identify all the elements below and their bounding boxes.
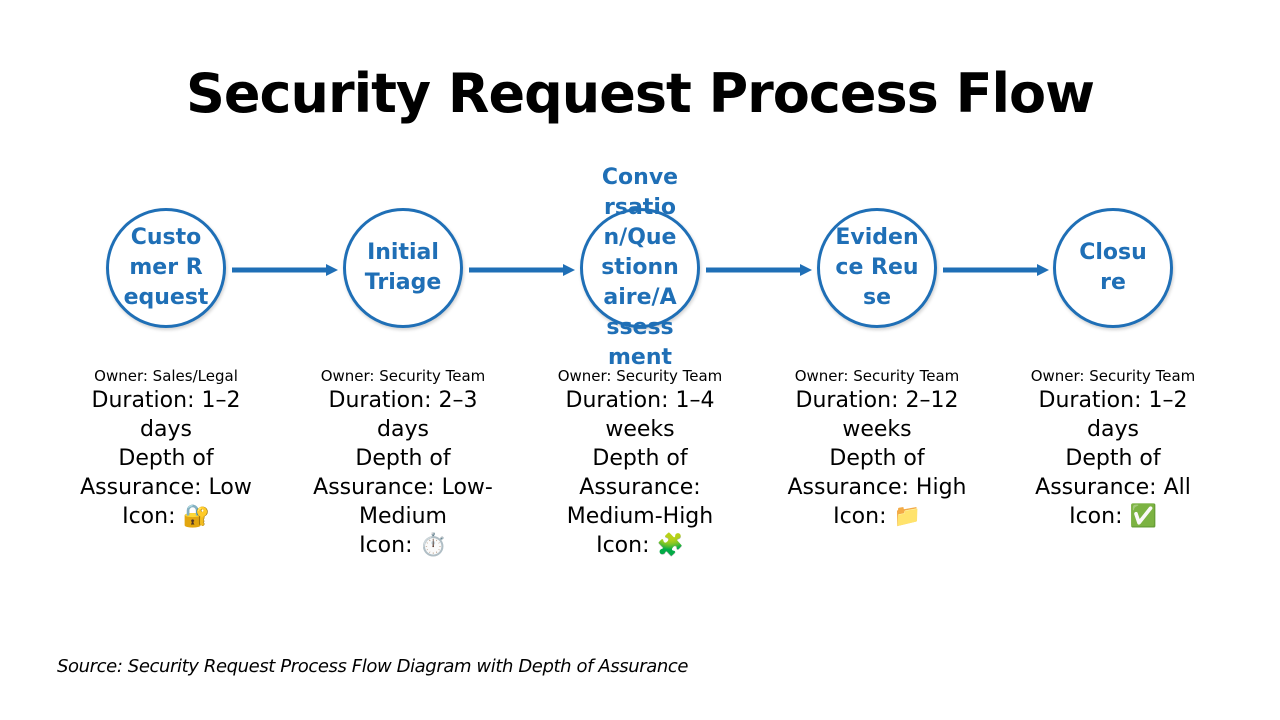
arrow-2-3 xyxy=(469,264,575,276)
lock-with-key-icon: Icon: 🔐 xyxy=(122,504,210,529)
page-title: Security Request Process Flow xyxy=(185,62,1095,125)
step-duration: Duration: 1–2 days xyxy=(91,388,241,442)
arrow-1-2 xyxy=(232,264,338,276)
step-node-initial-triage: Initial Triage xyxy=(343,208,463,328)
arrow-right-icon xyxy=(706,264,812,276)
step-duration: Duration: 2–12 weeks xyxy=(795,388,959,442)
step-info-closure: Owner: Security Team Duration: 1–2 days … xyxy=(1018,366,1208,531)
step-node-customer-request: Customer Request xyxy=(106,208,226,328)
step-assurance: Depth of Assurance: Low-Medium xyxy=(313,446,493,529)
step-node-conversation-assessment: Conversation/Questionnaire/Assessment xyxy=(580,165,700,370)
step-owner: Owner: Security Team xyxy=(1030,367,1196,385)
step-info-evidence-reuse: Owner: Security Team Duration: 2–12 week… xyxy=(782,366,972,531)
arrow-right-icon xyxy=(232,264,338,276)
step-assurance: Depth of Assurance: High xyxy=(787,446,967,500)
step-owner: Owner: Security Team xyxy=(320,367,486,385)
step-assurance: Depth of Assurance: Medium-High xyxy=(566,446,714,529)
arrow-3-4 xyxy=(706,264,812,276)
arrow-right-icon xyxy=(943,264,1049,276)
puzzle-piece-icon: Icon: 🧩 xyxy=(596,533,684,558)
step-assurance: Depth of Assurance: Low xyxy=(80,446,252,500)
step-label: Evidence Reuse xyxy=(835,225,919,310)
step-label: Conversation/Questionnaire/Assessment xyxy=(601,165,679,370)
stopwatch-icon: Icon: ⏱️ xyxy=(359,533,447,558)
step-owner: Owner: Sales/Legal xyxy=(94,367,238,385)
source-caption: Source: Security Request Process Flow Di… xyxy=(57,656,689,677)
step-label: Customer Request xyxy=(123,225,209,310)
arrow-4-5 xyxy=(943,264,1049,276)
step-info-customer-request: Owner: Sales/Legal Duration: 1–2 days De… xyxy=(71,366,261,531)
arrow-right-icon xyxy=(469,264,575,276)
step-duration: Duration: 1–2 days xyxy=(1038,388,1188,442)
step-label: Initial Triage xyxy=(364,240,442,295)
step-info-conversation-assessment: Owner: Security Team Duration: 1–4 weeks… xyxy=(545,366,735,560)
step-owner: Owner: Security Team xyxy=(794,367,960,385)
step-assurance: Depth of Assurance: All xyxy=(1035,446,1191,500)
check-mark-icon: Icon: ✅ xyxy=(1069,504,1157,529)
step-node-evidence-reuse: Evidence Reuse xyxy=(817,208,937,328)
step-owner: Owner: Security Team xyxy=(557,367,723,385)
step-info-initial-triage: Owner: Security Team Duration: 2–3 days … xyxy=(308,366,498,560)
step-node-closure: Closure xyxy=(1053,208,1173,328)
folder-icon: Icon: 📁 xyxy=(833,504,921,529)
step-label: Closure xyxy=(1079,240,1147,295)
step-duration: Duration: 1–4 weeks xyxy=(565,388,715,442)
step-duration: Duration: 2–3 days xyxy=(328,388,478,442)
